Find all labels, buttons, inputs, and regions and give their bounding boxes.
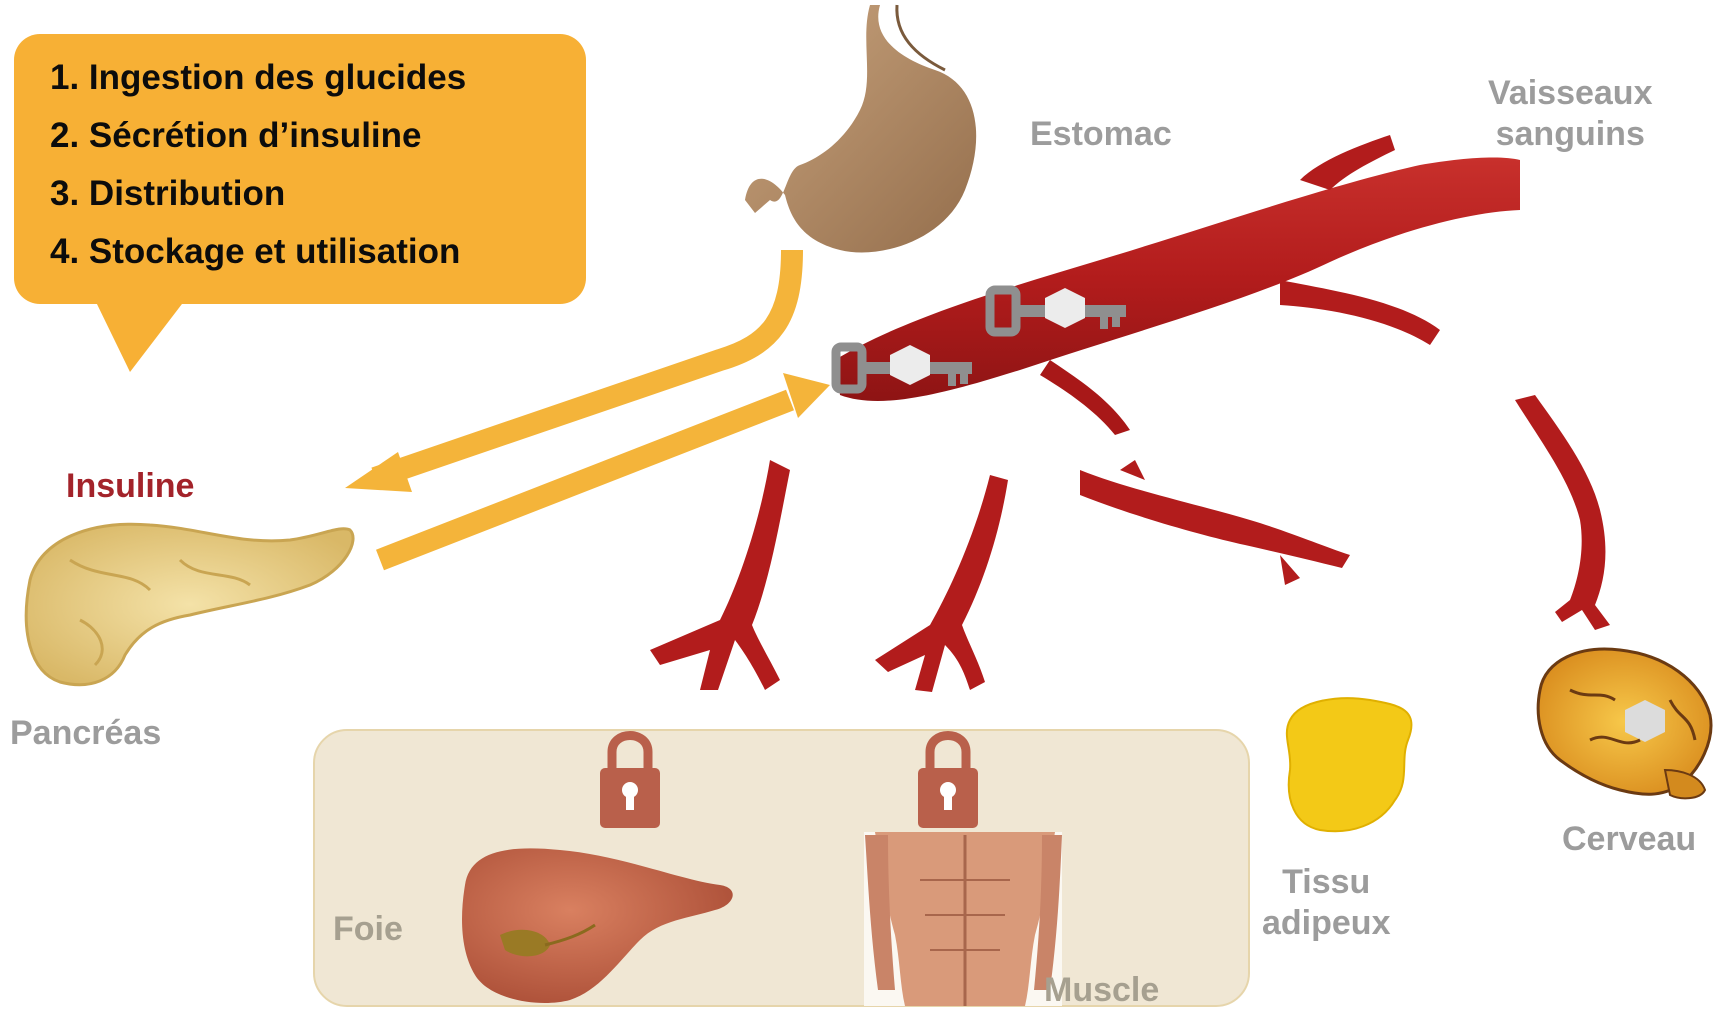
muscle-illustration bbox=[864, 832, 1062, 1006]
lock-icon bbox=[600, 736, 660, 829]
label-tissu-adipeux: Tissu adipeux bbox=[1262, 862, 1390, 944]
lock-icon bbox=[918, 736, 978, 829]
label-tissu-line2: adipeux bbox=[1262, 903, 1390, 944]
label-vaisseaux-line1: Vaisseaux bbox=[1488, 73, 1652, 114]
label-cerveau: Cerveau bbox=[1562, 819, 1696, 860]
label-tissu-line1: Tissu bbox=[1262, 862, 1390, 903]
label-vaisseaux-line2: sanguins bbox=[1488, 114, 1652, 155]
label-vaisseaux-sanguins: Vaisseaux sanguins bbox=[1488, 73, 1652, 155]
label-pancreas: Pancréas bbox=[10, 713, 161, 754]
label-foie: Foie bbox=[333, 909, 403, 950]
liver-illustration bbox=[462, 848, 733, 1003]
label-muscle: Muscle bbox=[1044, 970, 1159, 1011]
label-estomac: Estomac bbox=[1030, 114, 1172, 155]
label-insuline: Insuline bbox=[66, 466, 194, 507]
